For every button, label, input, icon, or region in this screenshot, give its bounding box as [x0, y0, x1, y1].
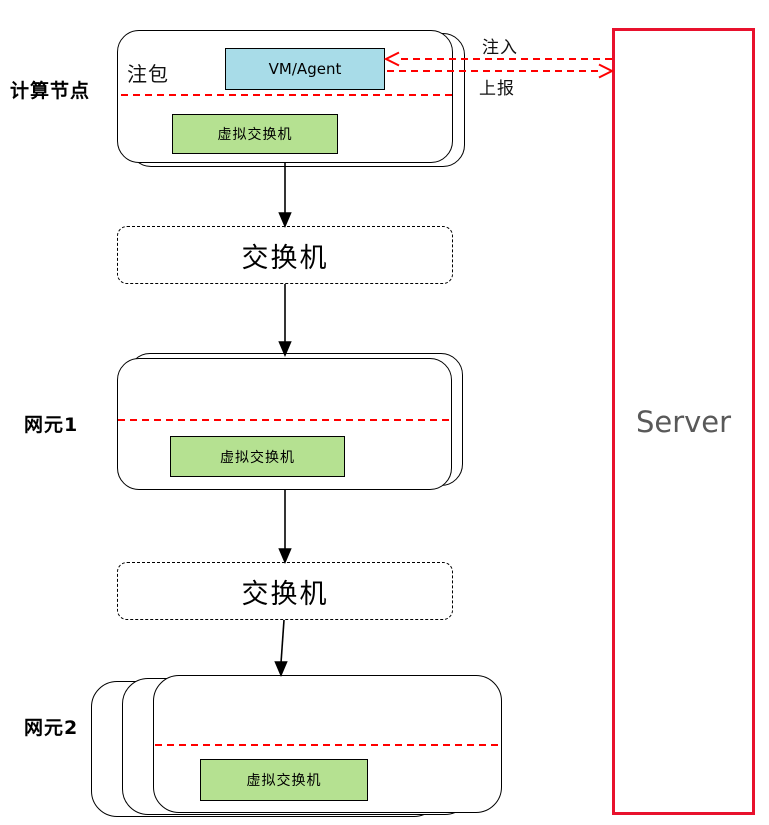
- virtual-switch-box-ne2: 虚拟交换机: [200, 759, 368, 801]
- packet-inject-label: 注包: [127, 62, 169, 86]
- switch-box-bottom: 交换机: [117, 562, 453, 620]
- virtual-switch-box-compute: 虚拟交换机: [172, 114, 338, 154]
- vm-agent-box: VM/Agent: [225, 48, 385, 90]
- inject-label: 注入: [482, 38, 518, 58]
- report-label: 上报: [479, 79, 515, 99]
- switch-box-top: 交换机: [117, 226, 453, 284]
- virtual-switch-box-ne1: 虚拟交换机: [170, 436, 345, 477]
- server-label: Server: [635, 404, 732, 439]
- ne1-label: 网元1: [24, 414, 79, 436]
- ne2-label: 网元2: [24, 717, 79, 739]
- server-box: Server: [612, 28, 755, 815]
- compute-node-label: 计算节点: [10, 80, 91, 102]
